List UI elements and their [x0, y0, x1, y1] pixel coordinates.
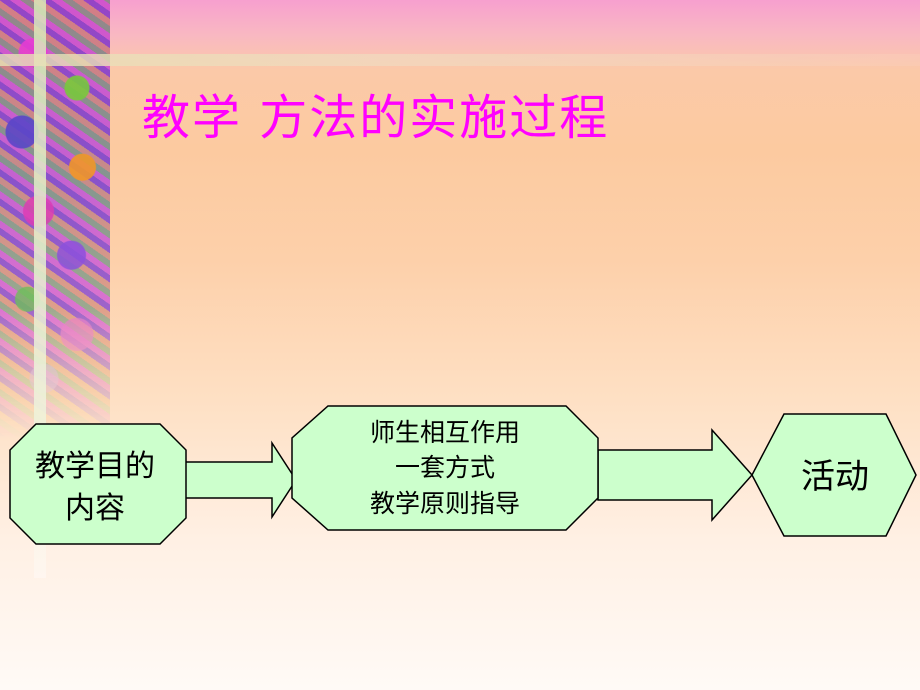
decorative-horizontal-line	[0, 54, 920, 66]
node-process-line-1: 师生相互作用	[370, 418, 520, 447]
flow-arrow-2	[597, 428, 754, 522]
flow-arrow-1	[183, 440, 297, 520]
node-content-line-2: 内容	[65, 491, 125, 526]
decorative-texture-strip	[0, 0, 110, 440]
slide-title: 教学 方法的实施过程	[142, 90, 610, 146]
node-process: 师生相互作用 一套方式 教学原则指导	[291, 405, 599, 531]
node-activity-shape	[751, 413, 917, 537]
node-content-shape	[9, 423, 187, 545]
node-process-shape	[291, 405, 599, 531]
node-process-line-2: 一套方式	[395, 453, 495, 482]
node-activity: 活动	[751, 413, 917, 537]
node-activity-line-1: 活动	[801, 457, 869, 497]
node-content-line-1: 教学目的	[35, 449, 155, 484]
node-content: 教学目的 内容	[9, 423, 187, 545]
node-process-line-3: 教学原则指导	[370, 489, 520, 518]
